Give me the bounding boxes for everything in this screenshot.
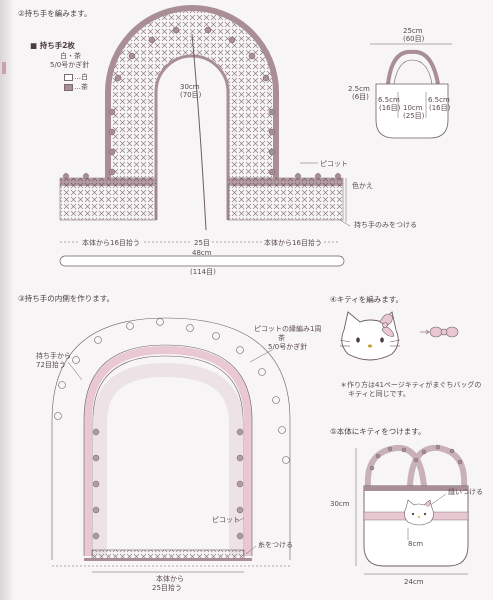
total-cm: 48cm (192, 249, 212, 257)
bag-kitty (404, 499, 434, 526)
picot-label: ピコット (320, 160, 348, 168)
bag-width-cm: 25cm (403, 27, 423, 35)
legend-white-swatch (64, 74, 73, 81)
finish-hook: 5/0号かぎ針 (268, 343, 308, 351)
bag-right-cm: 6.5cm (428, 96, 450, 104)
bag-body (363, 485, 469, 567)
page-spine-shadow (0, 0, 14, 600)
kitty-nose (367, 344, 373, 348)
pick-count-label: 72目拾う (36, 361, 66, 369)
legend-brown-swatch (64, 84, 73, 91)
section3-heading: ③持ち手の内側を作ります。 (18, 294, 114, 303)
legend-title: ■ 持ち手2枚 (30, 41, 75, 50)
bag-left-st: (16目) (379, 104, 401, 112)
inner-picots (92, 428, 244, 540)
bag-width-label: 24cm (404, 578, 424, 586)
total-st: (114目) (190, 268, 216, 276)
kitty-bow (379, 313, 395, 337)
handle-outer-brown-edge (105, 5, 279, 178)
legend-white-label: …白 (74, 73, 88, 81)
handle-strip-outline (59, 255, 345, 267)
bottom-from-label: 本体から (156, 575, 184, 583)
bag-side-st: (6目) (352, 93, 369, 101)
inner-arch-pink (84, 345, 252, 556)
legend-brown-label: …茶 (74, 83, 88, 91)
bag-side-cm: 2.5cm (348, 85, 370, 93)
pick-mid-label: 25目 (192, 239, 212, 248)
bottom-count-label: 25目拾う (152, 584, 182, 592)
finish-title: ピコットの縁編み1周 (254, 325, 322, 333)
kitty-eye-left (356, 337, 360, 343)
bag-width-st: (60目) (403, 35, 425, 43)
sew-label: 縫いつける (448, 488, 483, 496)
section2-heading: ②持ち手を編みます。 (18, 9, 92, 18)
bag-left-cm: 6.5cm (378, 96, 400, 104)
dim-30cm: 30cm (180, 83, 200, 91)
bag-mid-st: (25目) (403, 112, 425, 120)
color-change-label: 色かえ (352, 182, 373, 190)
pick-right-label: 本体から16目拾う (262, 239, 324, 248)
pick-left-label: 本体から16目拾う (80, 239, 142, 248)
legend-hook: 5/0号かぎ針 (50, 61, 90, 69)
bag-height-label: 30cm (330, 500, 350, 508)
handle-picots (63, 26, 341, 179)
kitty-note-1: ＊作り方は41ページキティがまぐちバッグの (340, 381, 482, 389)
attach-label: 持ち手のみをつける (354, 221, 417, 229)
dim-70st: (70目) (180, 91, 202, 99)
legend-yarn: 白・茶 (60, 52, 81, 60)
kitty-note-2: キティと同じです。 (348, 390, 410, 398)
handle-inner-brown-edge (154, 54, 230, 220)
bag-right-st: (16目) (429, 104, 451, 112)
bag-mid-cm: 10cm (403, 104, 423, 112)
kitty-size-label: 8cm (408, 540, 424, 548)
spine-marker (2, 62, 6, 74)
pick-from-label: 持ち手から (36, 352, 71, 360)
separate-bow (429, 326, 459, 338)
section4-heading: ④キティを編みます。 (330, 295, 404, 304)
attach-thread-label: 糸をつける (258, 541, 293, 549)
kitty-eye-right (380, 337, 384, 343)
inner-picot-label: ピコット (212, 516, 240, 524)
section5-heading: ⑤本体にキティをつけます。 (330, 427, 426, 436)
finish-yarn: 茶 (278, 334, 285, 342)
